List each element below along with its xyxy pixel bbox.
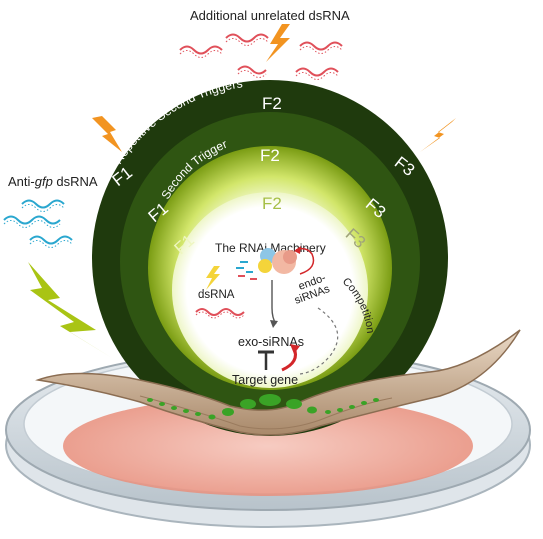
unrelated-dsrna-icon (179, 33, 343, 80)
processing-arrowhead (270, 320, 278, 328)
green-lightning-icon (28, 262, 112, 358)
orange-lightning-top-icon (266, 24, 290, 62)
dsrna-label: dsRNA (198, 289, 235, 301)
core-lightning-icon (206, 266, 220, 290)
inner-gen-f2: F2 (262, 194, 282, 213)
exo-sirnas-label: exo-siRNAs (238, 335, 304, 349)
inhibition-symbol-icon (258, 344, 300, 372)
endo-feedback-arrow (295, 247, 315, 275)
core-dsrna-icon (195, 308, 245, 316)
dicer-complex-icon (258, 248, 297, 274)
orange-lightning-right-icon (420, 118, 456, 152)
c-elegans-worm (35, 329, 521, 436)
anti-gfp-prefix: Anti- (8, 174, 35, 189)
outer-gen-f2: F2 (262, 94, 282, 113)
competition-arc (299, 307, 339, 375)
anti-gfp-gene: gfp (35, 174, 53, 189)
rnai-core (172, 192, 368, 388)
middle-gen-f2: F2 (260, 146, 280, 165)
endo-feedback-arrowhead (294, 246, 301, 254)
sirna-fragments-icon (236, 261, 257, 280)
gut-cells-icon (147, 394, 379, 420)
additional-dsrna-label: Additional unrelated dsRNA (190, 8, 350, 23)
anti-gfp-suffix: dsRNA (53, 174, 98, 189)
orange-lightning-left-icon (92, 116, 122, 152)
agar-layer (63, 396, 473, 496)
target-gene-label: Target gene (232, 373, 298, 387)
anti-gfp-dsrna-icon (3, 199, 73, 248)
anti-gfp-label: Anti-gfp dsRNA (8, 174, 98, 189)
